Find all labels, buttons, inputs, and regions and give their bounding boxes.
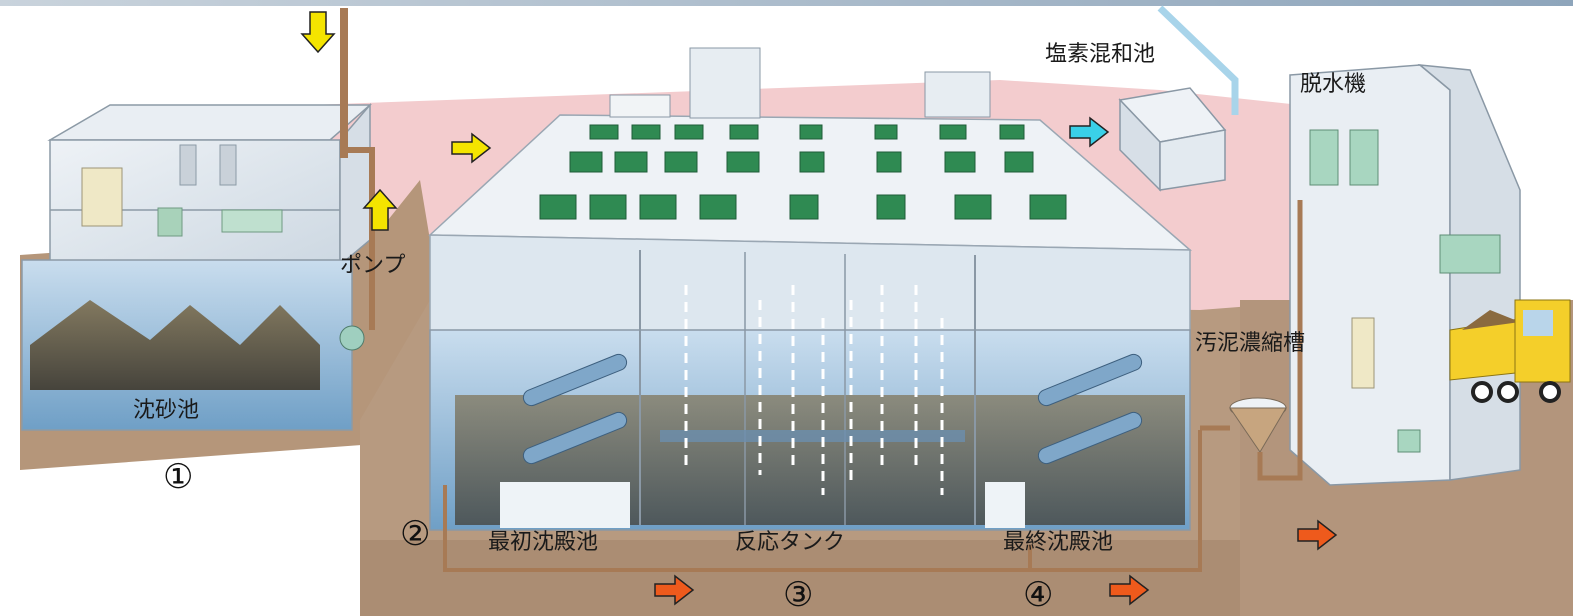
label-dehydrator: 脱水機	[1300, 72, 1367, 97]
dehydrator-building	[1289, 64, 1521, 486]
label-sludge-thickener: 汚泥濃縮槽	[1195, 331, 1306, 356]
grit-chamber-building	[21, 102, 372, 431]
inflow-pipe	[340, 8, 348, 158]
step-number-2: ②	[400, 514, 431, 554]
arrow-yellow-up	[362, 188, 398, 231]
step-number-3: ③	[783, 575, 814, 615]
step-number-4: ④	[1023, 575, 1054, 615]
roof-equipment-right	[924, 71, 991, 118]
label-final-sedimentation: 最終沈殿池	[1003, 530, 1114, 555]
roof-tanks	[609, 94, 671, 118]
sludge-thickener	[1200, 200, 1303, 481]
roof-equipment-left	[689, 47, 761, 119]
arrow-cyan-right	[1069, 116, 1110, 148]
pump-unit	[339, 325, 365, 351]
roof-green-panels	[539, 124, 1067, 220]
reaction-tank-dashes	[684, 285, 944, 495]
arrow-orange-right-3	[1297, 519, 1338, 551]
chlorine-mixing-tank	[1118, 5, 1239, 192]
arrow-yellow-down	[300, 11, 336, 54]
treatment-tank-block	[428, 114, 1193, 531]
label-reaction-tank: 反応タンク	[735, 530, 846, 555]
top-border-strip	[0, 0, 1573, 6]
return-sludge-pipe	[443, 430, 1202, 572]
arrow-yellow-right	[451, 132, 492, 164]
label-grit-chamber: 沈砂池	[133, 398, 200, 423]
label-primary-sedimentation: 最初沈殿池	[488, 530, 599, 555]
step-number-1: ①	[163, 457, 194, 497]
dump-truck	[1449, 299, 1571, 403]
label-chlorine-mixing: 塩素混和池	[1045, 42, 1156, 67]
pump-pipe	[344, 147, 375, 330]
arrow-orange-right-1	[654, 574, 695, 606]
arrow-orange-right-2	[1109, 574, 1150, 606]
label-pump: ポンプ	[340, 253, 406, 278]
